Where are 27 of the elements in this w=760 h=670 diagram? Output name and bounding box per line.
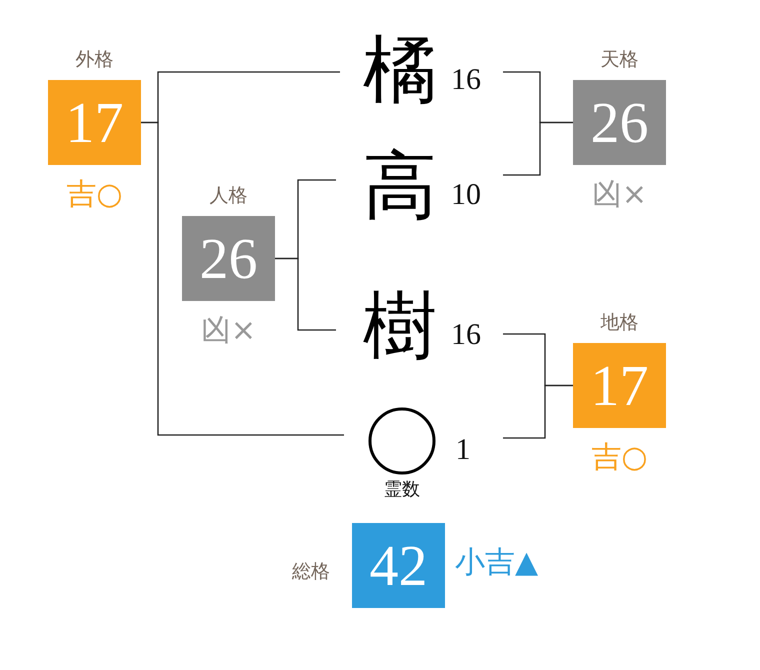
fortune-label: 小吉▲	[455, 548, 538, 578]
bracket-line	[275, 258, 336, 331]
category-label: 外格	[76, 50, 114, 70]
fortune-label: 凶×	[200, 316, 256, 346]
stroke-count: 16	[451, 65, 481, 95]
category-label: 地格	[600, 314, 638, 332]
stroke-count: 16	[451, 320, 481, 350]
name-character: 高	[363, 149, 437, 223]
stroke-count: 1	[456, 435, 470, 465]
score-tile: 26	[573, 80, 666, 165]
category-label: 人格	[210, 186, 248, 206]
score-tile: 26	[182, 216, 275, 301]
fortune-label: 凶×	[592, 180, 648, 210]
caption-label: 霊数	[384, 481, 420, 499]
stroke-count: 10	[451, 180, 481, 210]
bracket-line	[503, 384, 573, 439]
score-tile: 42	[352, 523, 445, 608]
bracket-line	[141, 122, 344, 436]
category-label: 総格	[292, 562, 330, 582]
name-character: 樹	[363, 289, 437, 363]
bracket-line	[503, 122, 573, 176]
category-label: 天格	[600, 50, 638, 70]
fortune-label: 吉○	[66, 180, 123, 210]
score-tile: 17	[48, 80, 141, 165]
score-tile: 17	[573, 343, 666, 428]
fortune-label: 吉○	[591, 443, 648, 473]
name-character: 橘	[363, 33, 437, 107]
